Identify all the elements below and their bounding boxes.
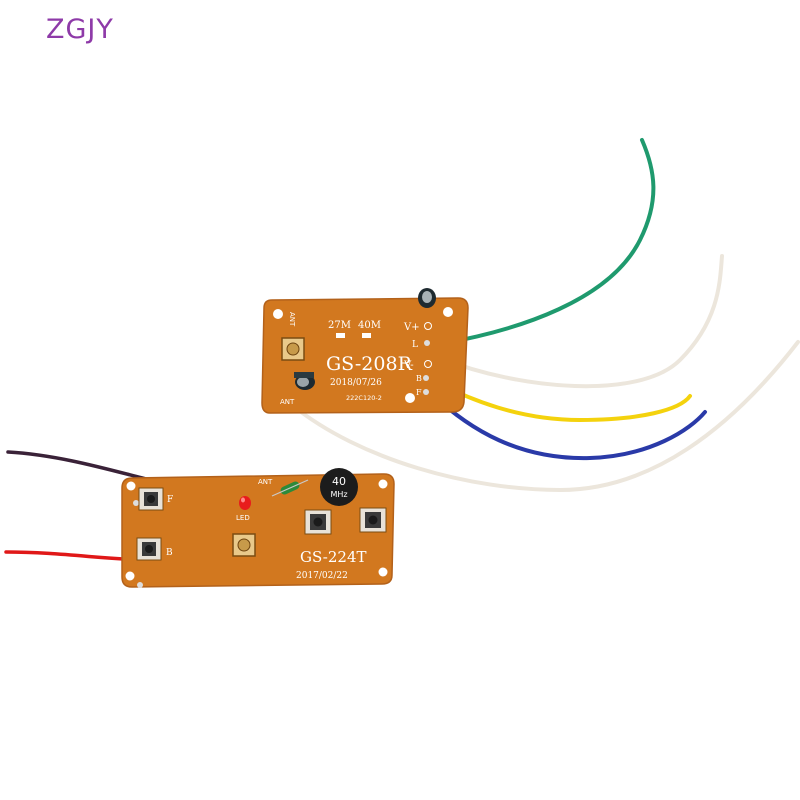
purple-wire <box>6 450 152 482</box>
pin-label: V+ <box>403 322 420 333</box>
transmitter-model: GS-224T <box>300 548 367 566</box>
capacitor-component <box>294 372 315 390</box>
led-component <box>239 496 251 510</box>
receiver-model: GS-208R <box>326 353 413 375</box>
mount-hole <box>405 393 415 403</box>
inductor-component <box>271 479 309 497</box>
receiver-code: 222C120-2 <box>346 394 382 402</box>
mount-hole <box>378 479 388 489</box>
pin-label: V- <box>403 360 414 371</box>
freq-label: 27M <box>328 320 351 331</box>
button-b-label: B <box>166 548 173 558</box>
yellow-wire <box>430 378 692 423</box>
white-wire-short <box>438 254 724 389</box>
pin-label: F <box>416 388 422 397</box>
button-f-label: F <box>167 495 173 505</box>
mount-hole <box>125 571 135 581</box>
ant-label: ANT <box>280 398 295 406</box>
transmitter-date: 2017/02/22 <box>296 571 348 581</box>
button-left <box>304 509 332 535</box>
button-right <box>359 507 387 533</box>
receiver-date: 2018/07/26 <box>330 378 382 388</box>
pin-label: B <box>416 374 422 383</box>
mount-hole <box>126 481 136 491</box>
ant-label-tx: ANT <box>258 478 273 486</box>
crystal-freq: 40 <box>332 475 346 488</box>
green-wire <box>438 138 656 346</box>
mount-hole <box>378 567 388 577</box>
mount-hole <box>273 309 283 319</box>
crystal-unit: MHz <box>330 490 347 499</box>
antenna-wire-receiver <box>290 340 800 493</box>
brand-watermark: ZGJY <box>46 14 114 45</box>
receiver-board: ANT ANT 27M 40M GS-208R 2018/07/26 222C1… <box>261 288 469 414</box>
jumper-pad <box>336 333 345 338</box>
mount-hole <box>443 307 453 317</box>
led-label: LED <box>236 514 250 522</box>
capacitor-component <box>418 288 436 308</box>
pin-label: L <box>412 340 418 350</box>
ant-label: ANT <box>288 312 296 327</box>
button-f <box>138 487 164 511</box>
freq-label: 40M <box>358 320 381 331</box>
receiver-wires <box>290 138 800 493</box>
crystal-component: 40 MHz <box>320 468 358 506</box>
button-b <box>136 537 162 561</box>
transmitter-board: F B LED ANT <box>121 468 395 588</box>
jumper-pad <box>362 333 371 338</box>
blue-wire <box>430 392 707 461</box>
